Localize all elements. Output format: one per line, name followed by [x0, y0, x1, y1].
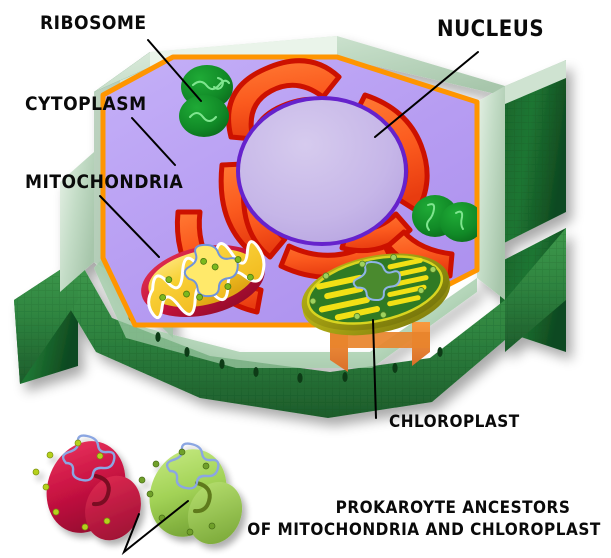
ribosome-dna-strand [455, 210, 464, 230]
chloroplast-leader [372, 319, 377, 419]
ribosome-dna-strand [188, 111, 218, 123]
prokaryote-granules [138, 448, 216, 536]
prokaryote-division-furrow [92, 474, 111, 507]
leader-lines [99, 39, 479, 556]
prokaryote-granules [32, 439, 111, 531]
label-ribosome: RIBOSOME [40, 12, 147, 34]
ribosome-dna-strand [426, 203, 436, 231]
caption-line-2: OF MITOCHONDRIA AND CHLOROPLAST [247, 520, 601, 540]
ribosome-dna-strand [191, 79, 231, 91]
nucleus-leader [374, 51, 479, 138]
cell-wall-left-corner-block [60, 152, 94, 292]
caption: PROKAROYTE ANCESTORS OF MITOCHONDRIA AND… [247, 498, 601, 540]
ribosome-1 [179, 65, 233, 137]
cell-wall-right-slab [477, 86, 505, 300]
label-cytoplasm: CYTOPLASM [25, 93, 147, 115]
cell-wall-bottom-inner-band [94, 258, 477, 368]
label-chloroplast: CHLOROPLAST [389, 412, 520, 432]
cell-wall-bottom-front-tex [60, 258, 505, 418]
cytoplasm-leader [131, 117, 176, 166]
prokaryote-leader [121, 500, 189, 556]
prokaryote-green [138, 442, 243, 545]
label-mitochondria: MITOCHONDRIA [25, 171, 183, 193]
cell-wall-right-slab-2 [505, 60, 566, 104]
prokaryote-red [32, 434, 141, 541]
chloroplast-dna [352, 260, 401, 301]
er-strand [226, 58, 342, 142]
labels: RIBOSOME NUCLEUS CYTOPLASM MITOCHONDRIA … [25, 12, 544, 432]
mitochondrion [141, 240, 266, 320]
nucleus-body [236, 96, 408, 246]
ribosome-2 [412, 195, 477, 242]
ribosome-dna-loop [212, 76, 224, 90]
cell-wall-back-right-panel-tex [500, 60, 566, 245]
plasma-membrane [100, 54, 480, 328]
prokaryote-division-furrow [193, 481, 212, 514]
chloroplast-granules [309, 254, 437, 320]
vacuole-support-lower [330, 322, 430, 372]
cell-wall-right-front-tex [505, 228, 566, 352]
mito-granules [159, 256, 254, 301]
chloroplast-body [301, 253, 451, 336]
ribosome-leader [147, 39, 202, 102]
mitochondria-leader [99, 195, 160, 258]
chloroplast-grana [316, 257, 429, 321]
label-nucleus: NUCLEUS [437, 17, 544, 42]
caption-line-1: PROKAROYTE ANCESTORS [336, 498, 571, 518]
cell-wall-top-left-bevel [150, 36, 337, 72]
